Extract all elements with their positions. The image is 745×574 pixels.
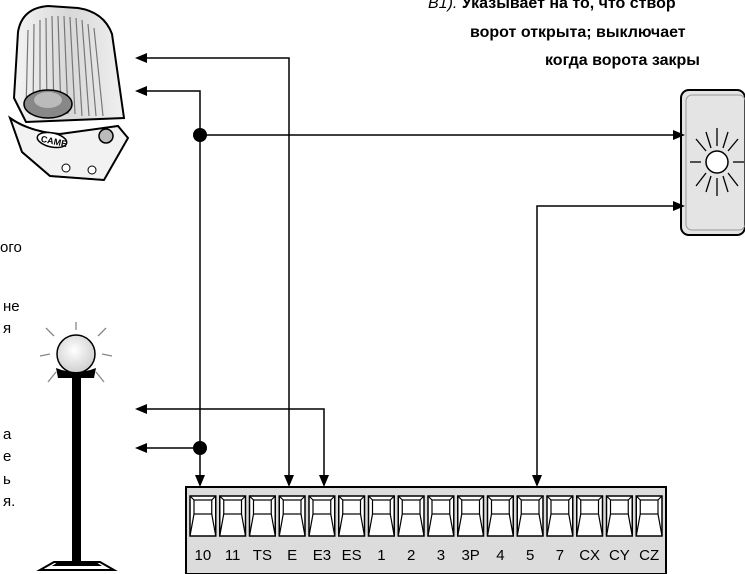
junction-dot-bottom — [193, 441, 207, 455]
wires — [145, 57, 675, 480]
left-fragment-3: я — [3, 320, 12, 337]
terminal-label: 3P — [461, 547, 479, 564]
junction-dot-top — [193, 128, 207, 142]
left-fragment-6: ь — [3, 471, 11, 488]
arrow-to-terminal-10 — [195, 475, 205, 487]
terminal-label: E — [287, 547, 297, 564]
terminal-screw-0 — [189, 495, 217, 537]
terminal-label: CZ — [639, 547, 659, 564]
terminal-label: TS — [253, 547, 272, 564]
terminal-label: 4 — [496, 547, 504, 564]
terminal-label: E3 — [313, 547, 331, 564]
terminal-screw-9 — [457, 495, 485, 537]
junctions — [193, 128, 207, 455]
left-fragment-2: не — [3, 298, 20, 315]
arrow-to-terminal-E — [284, 475, 294, 487]
flashing-lamp-icon: CAME — [8, 4, 130, 182]
terminal-label: 2 — [407, 547, 415, 564]
terminal-screw-5 — [338, 495, 366, 537]
terminal-label: 3 — [437, 547, 445, 564]
arrow-to-terminal-5 — [532, 475, 542, 487]
arrowheads — [135, 53, 685, 487]
terminal-block: 10 11 TS E E3 ES 1 2 3 3P 4 5 7 CX CY CZ — [185, 486, 667, 574]
terminal-label: 11 — [225, 547, 241, 564]
terminal-label: CX — [579, 547, 600, 564]
terminal-screw-13 — [576, 495, 604, 537]
note-line-1-text: Указывает на то, что створ — [457, 0, 676, 12]
terminal-screw-7 — [397, 495, 425, 537]
note-line-1: B1). Указывает на то, что створ — [428, 0, 676, 13]
terminal-label: ES — [342, 547, 362, 564]
terminal-screw-3 — [278, 495, 306, 537]
left-fragment-7: я. — [3, 493, 16, 510]
note-line-2: ворот открыта; выключает — [470, 24, 686, 41]
terminal-screw-2 — [248, 495, 276, 537]
terminal-screw-11 — [516, 495, 544, 537]
terminal-screw-15 — [635, 495, 663, 537]
terminal-label: 10 — [195, 547, 212, 564]
arrow-to-indicator-2 — [673, 201, 685, 211]
arrow-to-cycle-lamp-1 — [135, 404, 147, 414]
terminal-label: 5 — [526, 547, 534, 564]
arrow-to-cycle-lamp-2 — [135, 443, 147, 453]
left-fragment-1: ого — [0, 239, 22, 256]
terminal-screw-6 — [367, 495, 395, 537]
terminal-screw-14 — [605, 495, 633, 537]
terminal-screw-1 — [219, 495, 247, 537]
terminal-screw-10 — [486, 495, 514, 537]
arrow-to-flashing-lamp-2 — [135, 86, 147, 96]
arrow-to-indicator-1 — [673, 130, 685, 140]
terminal-label: CY — [609, 547, 630, 564]
left-fragment-4: а — [3, 426, 12, 443]
cycle-lamp-icon — [36, 322, 118, 571]
gate-open-indicator-icon — [680, 89, 745, 236]
note-line-1-prefix: B1). — [428, 0, 458, 12]
terminal-label: 1 — [377, 547, 385, 564]
terminal-screw-12 — [546, 495, 574, 537]
arrow-to-terminal-E3 — [319, 475, 329, 487]
arrow-to-flashing-lamp-1 — [135, 53, 147, 63]
terminal-label: 7 — [556, 547, 564, 564]
terminal-screw-4 — [308, 495, 336, 537]
left-fragment-5: е — [3, 448, 12, 465]
terminal-screw-8 — [427, 495, 455, 537]
note-line-3: когда ворота закры — [545, 52, 700, 69]
